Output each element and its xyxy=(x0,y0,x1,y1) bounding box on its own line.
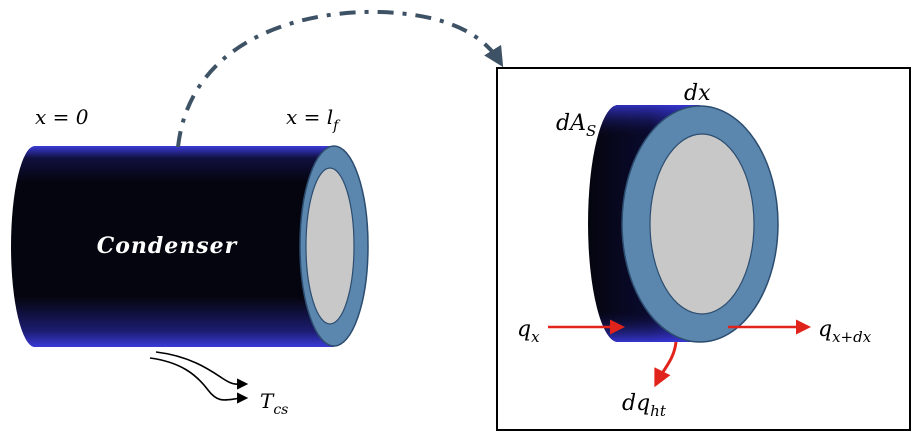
outflow-label: qx+dx xyxy=(818,317,872,346)
heat-out-arrows xyxy=(149,351,249,404)
callout-arc xyxy=(176,9,504,148)
differential-disc xyxy=(588,105,779,343)
surface-area-label: dAS xyxy=(556,111,596,140)
condenser-cylinder xyxy=(11,145,369,347)
condenser-end-core xyxy=(305,167,355,325)
condenser-label: Condenser xyxy=(97,233,238,259)
inflow-label: qx xyxy=(517,317,540,346)
disc-core xyxy=(649,133,755,315)
end-position-label: x = lf xyxy=(286,105,341,134)
start-position-label: x = 0 xyxy=(35,105,89,129)
condenser-body xyxy=(11,146,334,347)
heat-transfer-arrow xyxy=(654,341,678,388)
thickness-label: dx xyxy=(684,81,711,106)
heat-out-label: Tcs xyxy=(260,389,288,418)
heat-transfer-label: dqht xyxy=(622,391,667,420)
